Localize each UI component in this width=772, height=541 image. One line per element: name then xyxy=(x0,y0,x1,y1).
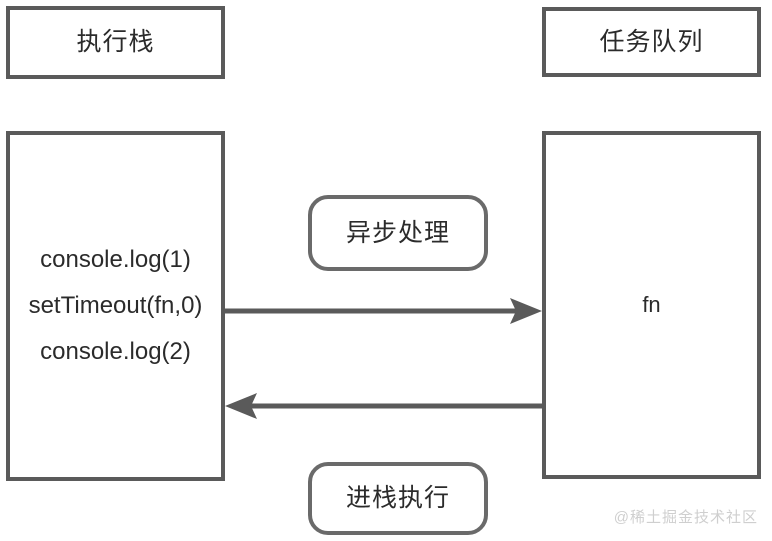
watermark: @稀土掘金技术社区 xyxy=(613,509,758,526)
task-queue-body: fn xyxy=(542,131,761,479)
stack-lines: console.log(1) setTimeout(fn,0) console.… xyxy=(10,248,221,364)
push-stack-label: 进栈执行 xyxy=(345,484,450,512)
stack-line-2: setTimeout(fn,0) xyxy=(28,292,203,319)
push-arrow xyxy=(225,393,542,419)
push-stack-label-box: 进栈执行 xyxy=(308,462,488,535)
execution-stack-body: console.log(1) setTimeout(fn,0) console.… xyxy=(6,131,225,481)
task-queue-title: 任务队列 xyxy=(599,27,704,56)
async-arrow xyxy=(225,298,542,324)
stack-line-3: console.log(2) xyxy=(40,338,191,365)
task-queue-header-box: 任务队列 xyxy=(542,7,761,77)
async-process-label: 异步处理 xyxy=(345,218,450,247)
async-process-label-box: 异步处理 xyxy=(308,195,488,271)
execution-stack-title: 执行栈 xyxy=(76,28,155,56)
queue-item-fn: fn xyxy=(642,292,661,317)
execution-stack-header-box: 执行栈 xyxy=(6,6,225,79)
stack-line-1: console.log(1) xyxy=(40,246,191,273)
